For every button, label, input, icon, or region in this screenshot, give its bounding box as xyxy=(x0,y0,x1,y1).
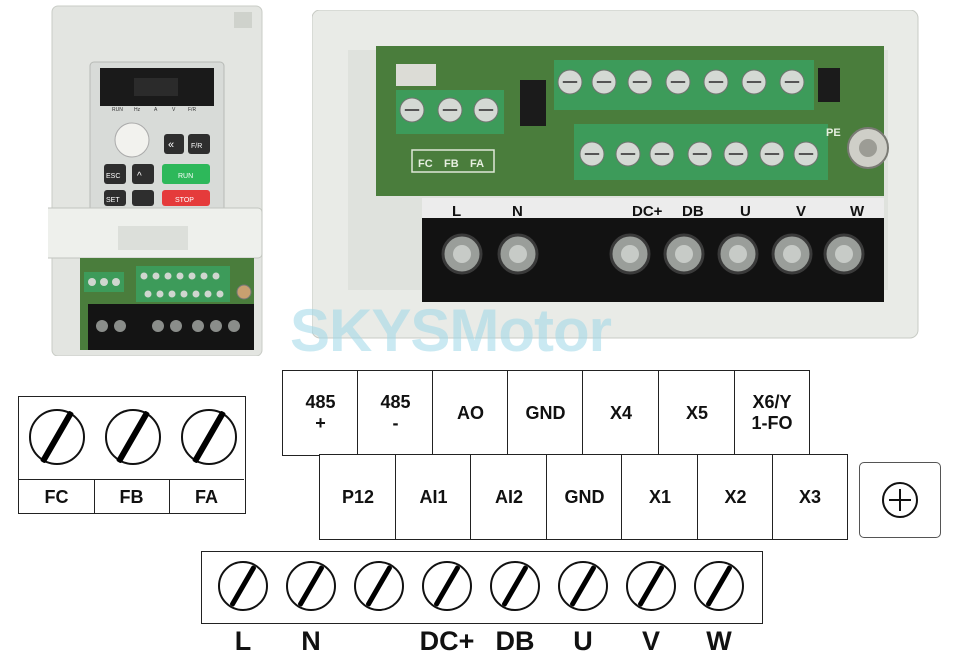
signal-cell-x5: X5 xyxy=(658,370,736,456)
signal-cell-485-minus: 485 - xyxy=(357,370,434,456)
power-screw-w xyxy=(694,561,744,611)
signal-cell-485-plus: 485 + xyxy=(282,370,359,456)
power-screw-u xyxy=(558,561,608,611)
pcb-label-fc: FC xyxy=(418,158,433,170)
key-set: SET xyxy=(106,197,120,204)
panel-label-run: RUN xyxy=(112,107,123,113)
svg-text:^: ^ xyxy=(137,171,142,182)
signal-cell-x2: X2 xyxy=(697,454,774,540)
power-screw-blank xyxy=(354,561,404,611)
key-esc: ESC xyxy=(106,173,120,180)
power-label-u: U xyxy=(573,626,593,656)
photo-power-screw-head-6 xyxy=(835,245,853,263)
device-photo: RUN Hz A V F/R « F/R ESC ^ RUN SET STOP xyxy=(48,4,266,356)
power-terminal-diagram xyxy=(201,551,763,624)
photo-power-label-5: V xyxy=(796,203,806,220)
relay-label-fc: FC xyxy=(44,487,69,507)
photo-power-label-6: W xyxy=(850,203,865,220)
watermark: SKYSMotor xyxy=(290,297,612,364)
signal-cell-x6-y1-fo: X6/Y 1-FO xyxy=(734,370,810,456)
relay-screw-fb xyxy=(105,409,161,465)
signal-cell-p12: P12 xyxy=(319,454,397,540)
photo-power-label-0: L xyxy=(452,203,461,220)
power-screw-n xyxy=(286,561,336,611)
photo-power-screw-head-1 xyxy=(509,245,527,263)
signal-cell-ao: AO xyxy=(432,370,509,456)
ground-terminal-box xyxy=(859,462,941,538)
signal-cell-gnd-bottom: GND xyxy=(546,454,623,540)
relay-terminal-diagram: FC FB FA xyxy=(18,396,246,514)
signal-cell-gnd-top: GND xyxy=(507,370,584,456)
signal-cell-ai2: AI2 xyxy=(470,454,548,540)
pcb-label-fa: FA xyxy=(470,158,484,170)
svg-text:«: « xyxy=(168,139,174,151)
photo-power-screw-head-4 xyxy=(729,245,747,263)
signal-cell-x1: X1 xyxy=(621,454,699,540)
power-label-n: N xyxy=(301,626,321,656)
photo-power-label-2: DC+ xyxy=(632,203,663,220)
pcb-label-pe: PE xyxy=(826,127,841,139)
signal-cell-x3: X3 xyxy=(772,454,848,540)
photo-power-label-4: U xyxy=(740,203,751,220)
relay-screw-fa xyxy=(181,409,237,465)
key-fr: F/R xyxy=(191,143,202,150)
panel-label-a: A xyxy=(154,107,158,113)
pcb-label-fb: FB xyxy=(444,158,459,170)
terminal-photo: FC FB FA PE L N DC+ DB U V W xyxy=(312,10,920,340)
ground-plus-icon xyxy=(882,482,918,518)
potentiometer-knob xyxy=(114,122,150,158)
photo-power-screw-head-3 xyxy=(675,245,693,263)
power-label-db: DB xyxy=(495,626,535,656)
photo-power-screw-head-2 xyxy=(621,245,639,263)
photo-power-label-1: N xyxy=(512,203,523,220)
panel-label-v: V xyxy=(172,107,176,113)
power-label-v: V xyxy=(641,626,660,656)
photo-power-screw-head-0 xyxy=(453,245,471,263)
key-stop: STOP xyxy=(175,197,194,204)
power-label-dcplus: DC+ xyxy=(419,626,475,656)
power-screw-db xyxy=(490,561,540,611)
power-screw-l xyxy=(218,561,268,611)
signal-cell-ai1: AI1 xyxy=(395,454,472,540)
panel-label-hz: Hz xyxy=(134,107,141,113)
relay-label-fb: FB xyxy=(119,487,144,507)
signal-cell-x4: X4 xyxy=(582,370,660,456)
power-screw-dcplus xyxy=(422,561,472,611)
power-label-strip xyxy=(422,198,884,220)
power-label-l: L xyxy=(234,626,252,656)
device-illustration: RUN Hz A V F/R « F/R ESC ^ RUN SET STOP xyxy=(48,5,263,356)
photo-power-label-3: DB xyxy=(682,203,704,220)
power-terminal-block xyxy=(422,218,884,302)
relay-screw-fc xyxy=(29,409,85,465)
key-run: RUN xyxy=(178,173,193,180)
panel-label-fr: F/R xyxy=(188,107,196,113)
power-label-w: W xyxy=(706,626,732,656)
power-screw-v xyxy=(626,561,676,611)
relay-label-fa: FA xyxy=(194,487,218,507)
photo-power-screw-head-5 xyxy=(783,245,801,263)
terminal-illustration: FC FB FA PE L N DC+ DB U V W xyxy=(312,10,919,339)
